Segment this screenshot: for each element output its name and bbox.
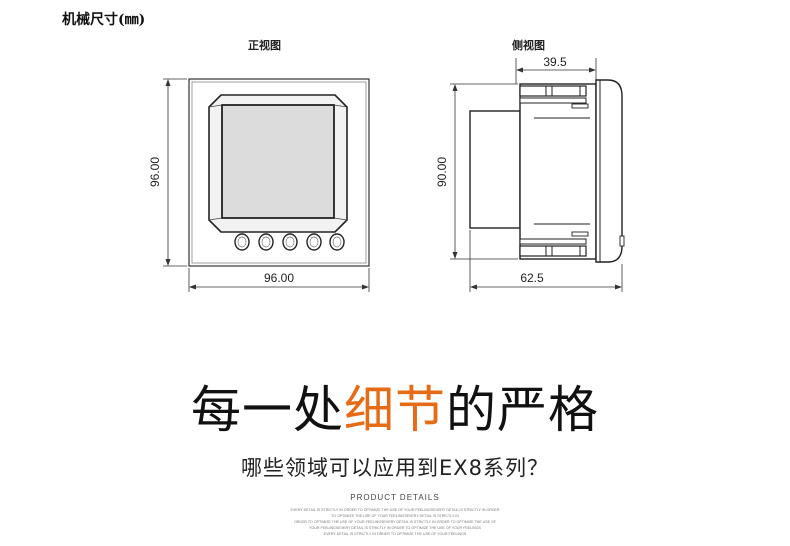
side-bottom-depth-dimension [469,230,623,292]
side-height-label: 90.00 [435,157,449,187]
display-screen [221,104,335,219]
button-2 [258,233,274,251]
button-4 [306,233,322,251]
headline-part1: 每一处 [191,381,344,439]
side-height-dimension [450,83,518,260]
side-top-depth-label: 39.5 [543,55,567,69]
headline: 每一处细节的严格 [0,380,790,440]
product-details-line: EVERY DETAIL IS STRICTLY IN ORDER TO OPT… [290,508,500,512]
side-view-body [469,79,625,263]
front-buttons [234,233,345,251]
button-1 [234,233,250,251]
front-width-label: 96.00 [264,271,294,285]
front-view-title: 正视图 [248,38,281,52]
subheadline: 哪些领域可以应用到EX8系列？ [240,456,549,480]
headline-highlight: 细节 [344,381,446,439]
button-5 [329,233,345,251]
side-bottom-depth-label: 62.5 [520,271,544,285]
product-details-title: PRODUCT DETAILS [350,493,440,502]
headline-part2: 的严格 [446,381,599,439]
side-top-depth-dimension [515,58,597,84]
product-details-line: YOUR FEELINGSEVERY DETAIL IS STRICTLY IN… [309,526,481,530]
front-height-dimension [163,78,187,267]
product-details-line: EVERY DETAIL IS STRICTLY IN ORDER TO OPT… [323,532,467,536]
mechanical-dimensions-heading: 机械尺寸(㎜) [62,12,146,28]
front-height-label: 96.00 [148,157,162,187]
button-3 [282,233,298,251]
product-details-line: ORDER TO OPTIMIZE THE USE OF YOUR FEELIN… [294,520,496,524]
product-details-line: TO OPTIMIZE THE USE OF YOUR FEELINGSEVER… [331,514,459,518]
dimension-drawing: 正视图 96.00 96.00 侧视图 [148,38,625,292]
front-bezel-inner-edge [191,81,367,264]
front-width-dimension [188,268,370,292]
side-view-title: 侧视图 [512,38,545,52]
